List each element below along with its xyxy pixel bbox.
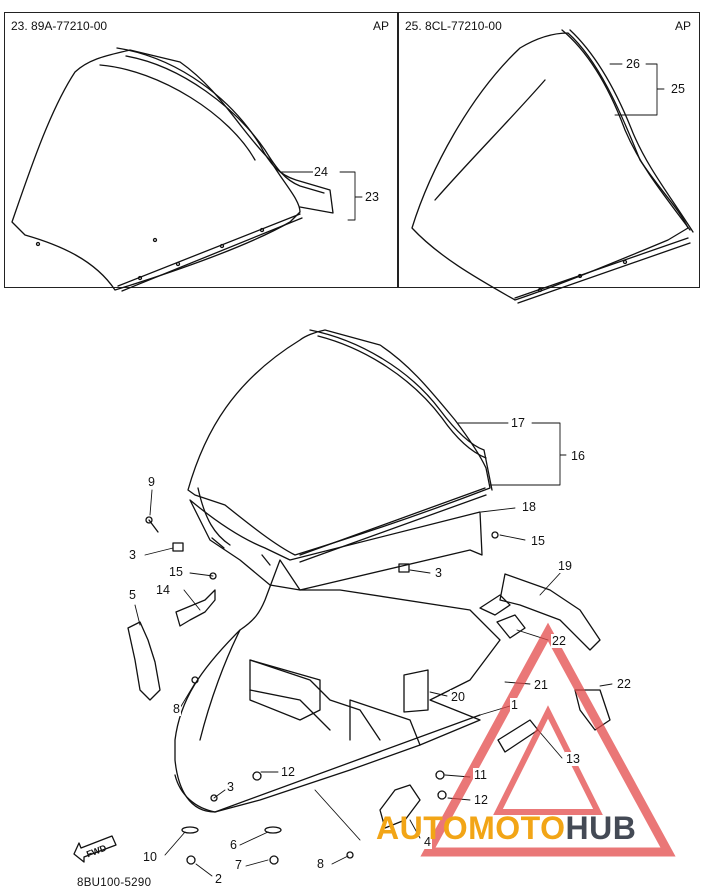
callout-3-upper: 3 xyxy=(128,548,137,562)
callout-7: 7 xyxy=(234,858,243,872)
callout-19: 19 xyxy=(557,559,573,573)
callout-23: 23 xyxy=(364,190,380,204)
callout-20: 20 xyxy=(450,690,466,704)
callout-4: 4 xyxy=(423,835,432,849)
panel-part-number: 23. 89A-77210-00 xyxy=(11,19,108,33)
callout-8-upper: 8 xyxy=(172,702,181,716)
callout-3-lower: 3 xyxy=(226,780,235,794)
callout-17: 17 xyxy=(510,416,526,430)
panel-area-tag: AP xyxy=(674,19,691,33)
callout-13: 13 xyxy=(565,752,581,766)
bracket-part-5-drawing xyxy=(127,621,161,701)
callout-12-left: 12 xyxy=(280,765,296,779)
inset-panel-part-23: 23. 89A-77210-00 AP xyxy=(4,12,398,288)
panel-part-number: 25. 8CL-77210-00 xyxy=(405,19,502,33)
bracket-part-19-drawing xyxy=(479,573,601,651)
callout-18: 18 xyxy=(521,500,537,514)
callout-21: 21 xyxy=(533,678,549,692)
callout-22-lower: 22 xyxy=(616,677,632,691)
watermark-text-part1: AUTOMOTO xyxy=(376,810,566,846)
callout-15-left: 15 xyxy=(168,565,184,579)
callout-2: 2 xyxy=(214,872,223,886)
watermark-logo: AUTOMOTOHUB xyxy=(376,810,636,847)
callout-8-lower: 8 xyxy=(316,857,325,871)
pad-part-20-drawing xyxy=(403,669,429,713)
inner-panel-part-18-drawing xyxy=(189,499,483,591)
lower-cowling-part-1-drawing xyxy=(174,559,501,813)
windscreen-part-23-drawing xyxy=(11,47,334,292)
callout-22-upper: 22 xyxy=(551,634,567,648)
callout-11: 11 xyxy=(473,768,488,782)
inset-panel-part-25: 25. 8CL-77210-00 AP xyxy=(398,12,700,288)
panel-area-tag: AP xyxy=(372,19,389,33)
windscreen-part-25-drawing xyxy=(411,29,694,304)
forward-arrow-icon: FWD xyxy=(73,835,117,863)
callout-12-right: 12 xyxy=(473,793,489,807)
bracket-part-14-drawing xyxy=(175,589,216,627)
callout-1: 1 xyxy=(510,698,519,712)
callout-16: 16 xyxy=(570,449,586,463)
windscreen-part-16-drawing xyxy=(187,329,493,563)
callout-6: 6 xyxy=(229,838,238,852)
fasteners-drawing xyxy=(145,516,499,865)
callout-26: 26 xyxy=(625,57,641,71)
bracket-part-4-drawing xyxy=(379,784,421,829)
callout-3-mid: 3 xyxy=(434,566,443,580)
callout-25: 25 xyxy=(670,82,686,96)
callout-5: 5 xyxy=(128,588,137,602)
document-code: 8BU100-5290 xyxy=(77,877,152,889)
watermark-text-part2: HUB xyxy=(565,810,637,846)
callout-9: 9 xyxy=(147,475,156,489)
callout-leader-lines xyxy=(134,63,665,877)
callout-10: 10 xyxy=(142,850,158,864)
callout-14: 14 xyxy=(155,583,171,597)
callout-24: 24 xyxy=(313,165,329,179)
callout-15-right: 15 xyxy=(530,534,546,548)
